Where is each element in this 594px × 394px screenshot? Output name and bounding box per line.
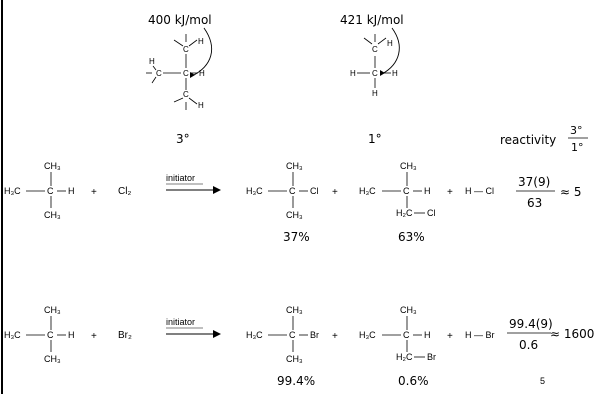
tertiary-left-hydrogen: H: [149, 57, 155, 66]
bde-section: 400 kJ/mol 421 kJ/mol C H: [146, 13, 588, 154]
reactivity-numerator: 3°: [570, 124, 583, 137]
r2-ratio-numerator: 99.4(9): [509, 317, 553, 331]
r1-yield-primary: 63%: [398, 230, 425, 244]
r2-p1-top-methyl: CH₃: [286, 305, 303, 315]
primary-right-hydrogen: H: [392, 69, 398, 78]
r1-plus-2: +: [332, 187, 338, 198]
r1-top-methyl: CH₃: [44, 161, 61, 171]
r2-yield-primary: 0.6%: [398, 374, 429, 388]
r1-left-methyl: H₃C: [4, 186, 21, 196]
tertiary-bottom-hydrogen: H: [198, 101, 204, 110]
r1-reagent: Cl₂: [118, 186, 131, 197]
r1-p2-methylene: H₂C: [396, 208, 413, 218]
bde-primary-arrow: [381, 27, 400, 75]
r2-byproduct-hbr: H — Br: [465, 330, 495, 340]
r2-p2-methylene: H₂C: [396, 352, 413, 362]
r2-yield-tertiary: 99.4%: [277, 374, 315, 388]
bde-tertiary-arrowhead: [190, 72, 195, 78]
chlorination-reaction: CH₃ H₃C C H CH₃ + Cl₂ initiator CH₃ H₃C …: [4, 161, 582, 244]
r2-plus-2: +: [332, 331, 338, 342]
r1-p2-chlorine: Cl: [427, 208, 436, 218]
r1-plus-3: +: [447, 187, 453, 198]
primary-left-hydrogen: H: [350, 69, 356, 78]
r1-center-carbon: C: [47, 186, 54, 196]
r2-reaction-arrowhead: [213, 330, 221, 338]
r2-plus-3: +: [447, 331, 453, 342]
r1-p1-chlorine: Cl: [310, 186, 319, 196]
reactivity-denominator: 1°: [571, 141, 584, 154]
r2-center-carbon: C: [47, 330, 54, 340]
bromination-reaction: CH₃ H₃C C H CH₃ + Br₂ initiator CH₃ H₃C …: [4, 305, 594, 388]
primary-alkane-structure: [357, 34, 391, 88]
r2-top-methyl: CH₃: [44, 305, 61, 315]
tertiary-alkane-structure: [146, 34, 198, 110]
r1-ratio-numerator: 37(9): [518, 175, 550, 189]
reactivity-label: reactivity: [500, 133, 556, 147]
r2-plus-1: +: [91, 331, 97, 342]
primary-bottom-hydrogen: H: [372, 89, 378, 98]
r2-p2-top-methyl: CH₃: [400, 305, 417, 315]
r2-p2-center-hydrogen: H: [424, 330, 431, 340]
r1-p1-top-methyl: CH₃: [286, 161, 303, 171]
r2-p2-left-methyl: H₃C: [359, 330, 376, 340]
r1-p1-bottom-methyl: CH₃: [286, 210, 303, 220]
r2-p1-bromine: Br: [310, 330, 319, 340]
r2-center-hydrogen: H: [68, 330, 75, 340]
tertiary-top-hydrogen: H: [198, 37, 204, 46]
r2-arrow-label: initiator: [166, 317, 195, 327]
r2-left-methyl: H₃C: [4, 330, 21, 340]
r1-p1-center-carbon: C: [289, 186, 296, 196]
r2-p2-center-carbon: C: [403, 330, 410, 340]
r1-bottom-methyl: CH₃: [44, 210, 61, 220]
tertiary-center-carbon: C: [183, 69, 189, 78]
r2-bottom-methyl: CH₃: [44, 354, 61, 364]
r2-p2-bromine: Br: [427, 352, 436, 362]
r1-ratio-denominator: 63: [527, 196, 542, 210]
r1-plus-1: +: [91, 187, 97, 198]
r1-byproduct-hcl: H — Cl: [465, 186, 494, 196]
r2-p1-bottom-methyl: CH₃: [286, 354, 303, 364]
r1-p2-top-methyl: CH₃: [400, 161, 417, 171]
primary-top-hydrogen: H: [387, 39, 393, 48]
r1-yield-tertiary: 37%: [283, 230, 310, 244]
degree-tertiary: 3°: [176, 132, 190, 146]
r1-arrow-label: initiator: [166, 173, 195, 183]
r1-ratio-result: ≈ 5: [560, 185, 582, 199]
bde-primary-label: 421 kJ/mol: [340, 13, 404, 27]
r2-p1-center-carbon: C: [289, 330, 296, 340]
r1-p1-left-methyl: H₃C: [246, 186, 263, 196]
r1-p2-left-methyl: H₃C: [359, 186, 376, 196]
r1-p2-center-carbon: C: [403, 186, 410, 196]
tertiary-center-hydrogen: H: [199, 69, 205, 78]
tertiary-bottom-carbon: C: [183, 90, 189, 99]
r2-p1-left-methyl: H₃C: [246, 330, 263, 340]
r1-center-hydrogen: H: [68, 186, 75, 196]
page-number: 5: [540, 376, 545, 386]
r2-ratio-denominator: 0.6: [519, 338, 538, 352]
tertiary-left-carbon: C: [156, 69, 162, 78]
tertiary-top-carbon: C: [183, 45, 189, 54]
r2-reagent: Br₂: [118, 330, 132, 341]
degree-primary: 1°: [368, 132, 382, 146]
r1-reaction-arrowhead: [213, 186, 221, 194]
primary-center-carbon: C: [372, 69, 378, 78]
primary-top-carbon: C: [372, 45, 378, 54]
bde-tertiary-label: 400 kJ/mol: [148, 13, 212, 27]
r2-ratio-result: ≈ 1600: [550, 327, 594, 341]
r1-p2-center-hydrogen: H: [424, 186, 431, 196]
